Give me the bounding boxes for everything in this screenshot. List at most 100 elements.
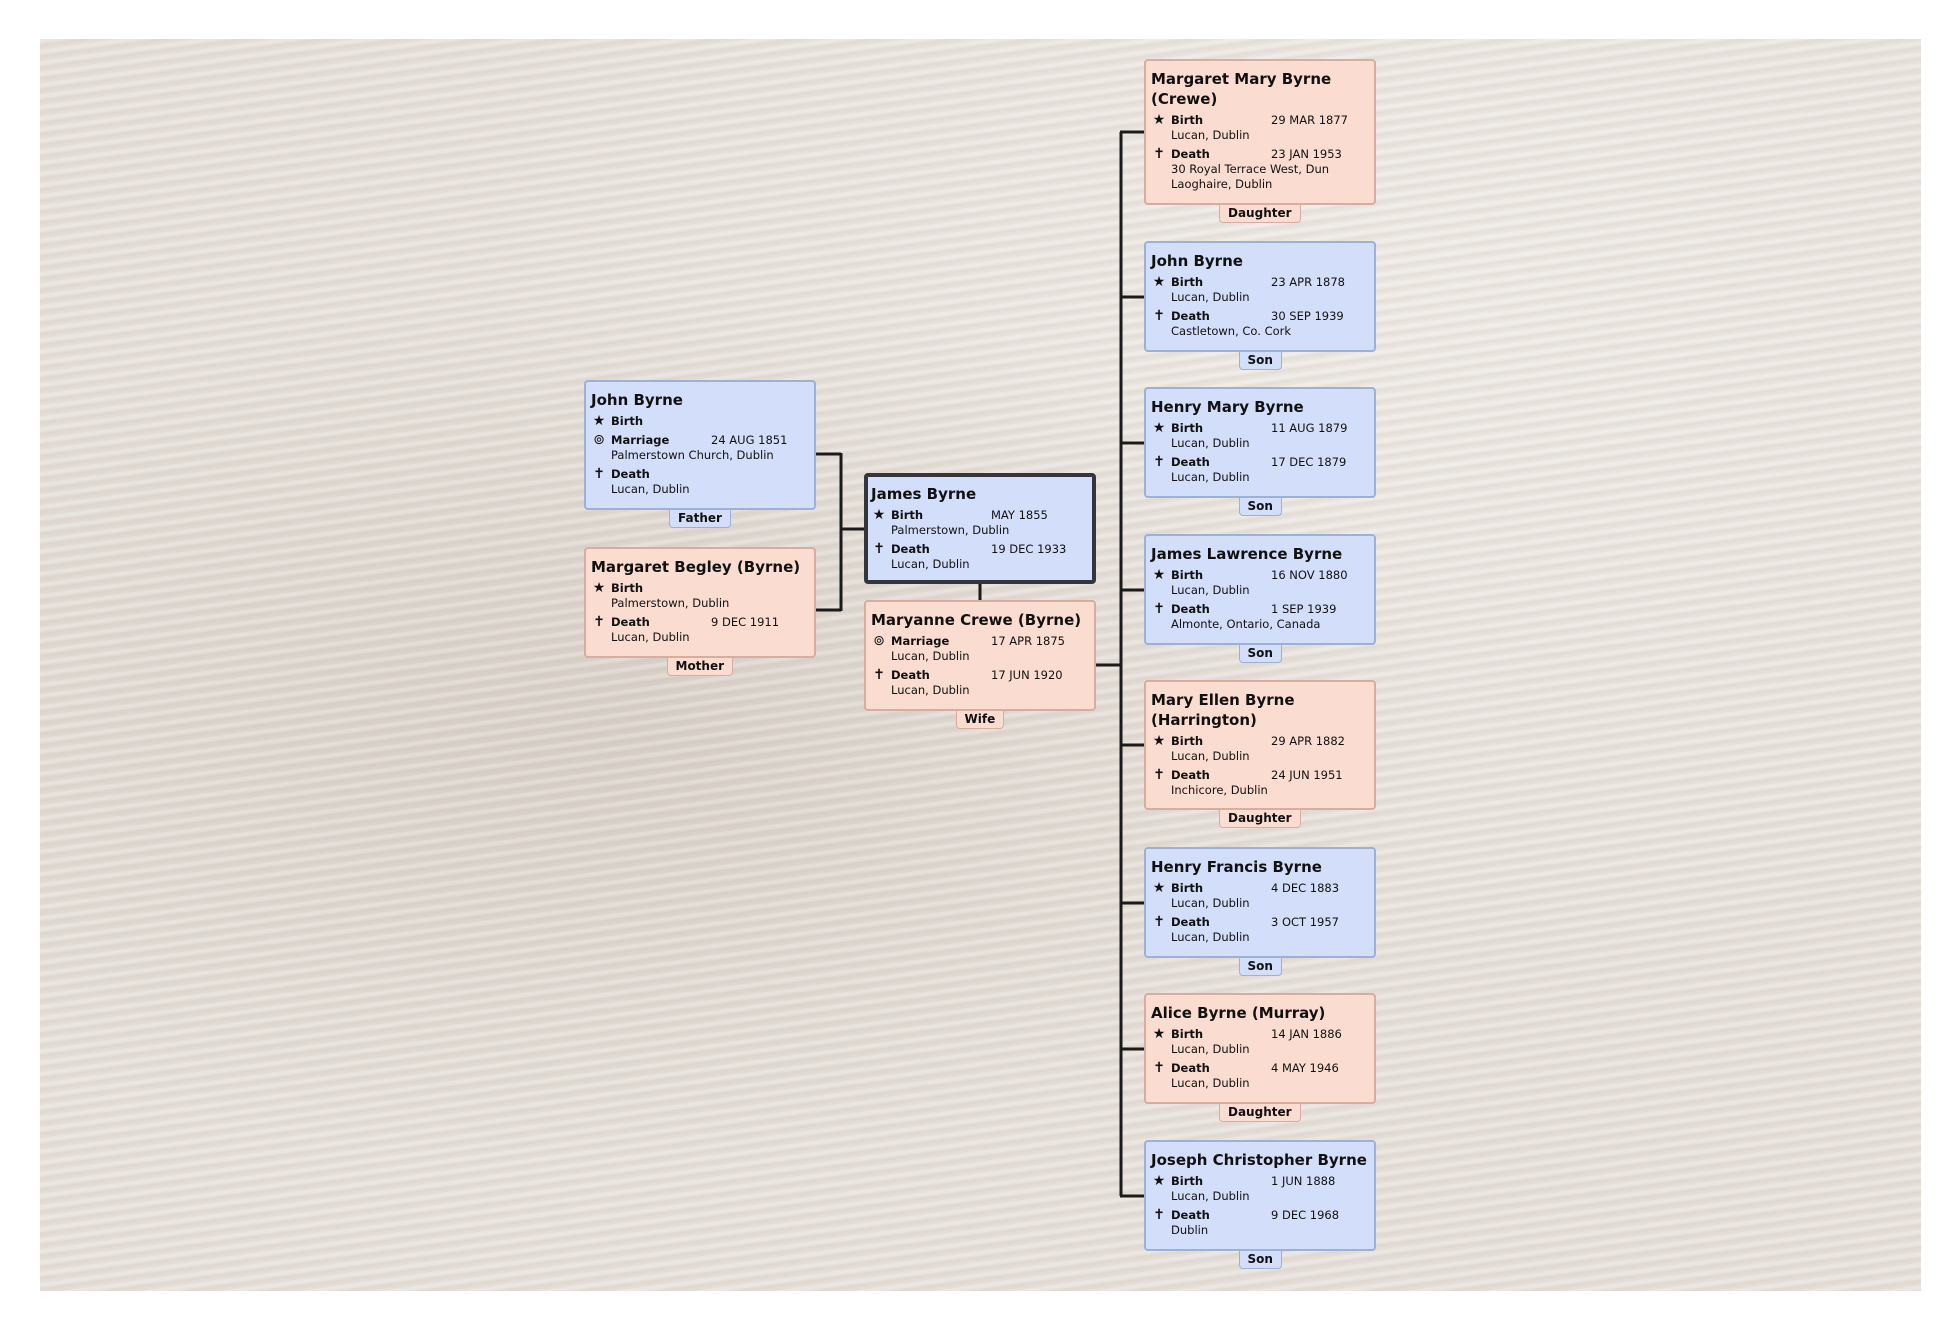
event-label: Death	[1171, 1208, 1210, 1222]
event-label: Death	[1171, 147, 1210, 161]
event-place: Lucan, Dublin	[611, 630, 690, 644]
event-place: Lucan, Dublin	[1171, 896, 1250, 910]
person-name: Margaret Mary Byrne (Crewe)	[1151, 70, 1332, 108]
event-label: Birth	[1171, 881, 1204, 895]
event-label: Death	[611, 467, 650, 481]
event-place: Lucan, Dublin	[1171, 1189, 1250, 1203]
event-date: MAY 1855	[991, 508, 1048, 522]
event-place: Castletown, Co. Cork	[1171, 324, 1292, 338]
event-place: Lucan, Dublin	[1171, 436, 1250, 450]
event-label: Marriage	[611, 433, 670, 447]
person-name: Henry Mary Byrne	[1151, 398, 1304, 416]
star-icon: ★	[1152, 880, 1166, 896]
person-name: Henry Francis Byrne	[1151, 858, 1322, 876]
event-place: Almonte, Ontario, Canada	[1171, 617, 1321, 631]
cross-icon: ✝	[593, 466, 605, 482]
person-name: Mary Ellen Byrne (Harrington)	[1151, 691, 1295, 729]
event-place: Lucan, Dublin	[1171, 470, 1250, 484]
event-label: Birth	[1171, 113, 1204, 127]
relation-tag: Daughter	[1219, 205, 1301, 223]
event-label: Death	[891, 668, 930, 682]
person-name: Joseph Christopher Byrne	[1151, 1151, 1367, 1169]
event-label: Birth	[1171, 1174, 1204, 1188]
cross-icon: ✝	[1153, 914, 1165, 930]
event-place: Palmerstown, Dublin	[611, 596, 730, 610]
event-label: Birth	[1171, 568, 1204, 582]
event-date: 11 AUG 1879	[1271, 421, 1348, 435]
event-place: Lucan, Dublin	[1171, 583, 1250, 597]
event-place: Lucan, Dublin	[1171, 1042, 1250, 1056]
relation-tag: Son	[1238, 1251, 1282, 1269]
star-icon: ★	[592, 413, 606, 429]
event-date: 16 NOV 1880	[1271, 568, 1348, 582]
event-date: 4 DEC 1883	[1271, 881, 1340, 895]
event-label: Death	[1171, 455, 1210, 469]
star-icon: ★	[1152, 420, 1166, 436]
event-date: 17 APR 1875	[991, 634, 1066, 648]
relation-tag: Father	[669, 510, 731, 528]
cross-icon: ✝	[873, 667, 885, 683]
relation-tag: Son	[1238, 498, 1282, 516]
person-name: Maryanne Crewe (Byrne)	[871, 611, 1082, 629]
cross-icon: ✝	[1153, 767, 1165, 783]
event-date: 23 APR 1878	[1271, 275, 1346, 289]
cross-icon: ✝	[1153, 1060, 1165, 1076]
cross-icon: ✝	[1153, 601, 1165, 617]
event-label: Death	[891, 542, 930, 556]
event-label: Death	[1171, 1061, 1210, 1075]
person-name: Alice Byrne (Murray)	[1151, 1004, 1326, 1022]
star-icon: ★	[1152, 1026, 1166, 1042]
relation-tag: Son	[1238, 958, 1282, 976]
event-date: 24 JUN 1951	[1271, 768, 1343, 782]
event-date: 17 DEC 1879	[1271, 455, 1347, 469]
star-icon: ★	[872, 507, 886, 523]
event-label: Birth	[1171, 1027, 1204, 1041]
event-date: 9 DEC 1911	[711, 615, 780, 629]
event-label: Birth	[1171, 734, 1204, 748]
event-place: Lucan, Dublin	[611, 482, 690, 496]
event-label: Death	[1171, 309, 1210, 323]
event-place: Lucan, Dublin	[891, 683, 970, 697]
relation-tag: Mother	[666, 658, 734, 676]
event-place: Lucan, Dublin	[1171, 290, 1250, 304]
cross-icon: ✝	[1153, 454, 1165, 470]
event-date: 19 DEC 1933	[991, 542, 1067, 556]
event-place: Lucan, Dublin	[891, 557, 970, 571]
person-name: John Byrne	[591, 391, 683, 409]
person-name: Margaret Begley (Byrne)	[591, 558, 801, 576]
event-date: 4 MAY 1946	[1271, 1061, 1339, 1075]
relation-tag: Daughter	[1219, 1104, 1301, 1122]
event-date: 17 JUN 1920	[991, 668, 1063, 682]
cross-icon: ✝	[1153, 1207, 1165, 1223]
cross-icon: ✝	[593, 614, 605, 630]
event-label: Birth	[1171, 275, 1204, 289]
relation-tag: Son	[1238, 352, 1282, 370]
